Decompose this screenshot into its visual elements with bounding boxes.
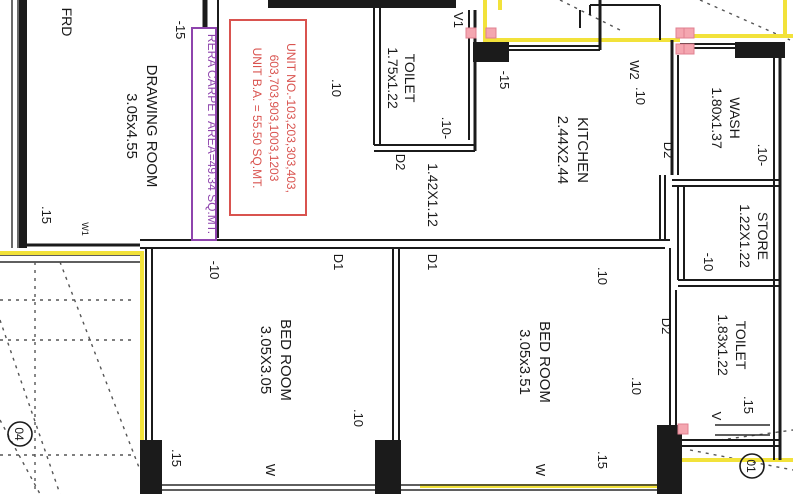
marker-left-label: 04 [12, 427, 26, 441]
drawing-room-size: 3.05x4.55 [123, 93, 140, 159]
marker-right-label: 01 [744, 459, 758, 473]
rera-text: RERA CARPET AREA=49.34 SQ.MT. [205, 34, 219, 234]
door-d2-toilet1: D2 [393, 154, 408, 171]
wash-size: 1.80x1.37 [709, 87, 725, 149]
door-d2-wash: D2 [661, 142, 676, 159]
bed-room-2-size: 3.05x3.51 [516, 329, 533, 395]
unit-info-line3: UNIT B.A. = 55.50 SQ.MT. [250, 48, 264, 189]
pink-marker [485, 27, 497, 39]
toilet-2-size: 1.83x1.22 [715, 314, 731, 376]
rera-box: RERA CARPET AREA=49.34 SQ.MT. [191, 27, 219, 241]
dim-mark: .10- [755, 144, 770, 166]
wash-name: WASH [727, 97, 743, 138]
passage-size: 1.42X1.12 [425, 163, 441, 227]
dim-mark: .10 [629, 377, 644, 395]
store-size: 1.22X1.22 [737, 204, 753, 268]
dim-mark: .15 [595, 451, 610, 469]
pink-marker [683, 43, 695, 55]
pink-marker [465, 27, 477, 39]
frd-label: FRD [59, 8, 75, 37]
pink-marker [677, 423, 689, 435]
door-d2-toilet2: D2 [659, 318, 674, 335]
toilet-1-name: TOILET [402, 54, 418, 103]
section-markers: 04 01 [7, 421, 765, 479]
kitchen-name: KITCHEN [574, 117, 591, 183]
unit-info-box: UNIT NO.-103,203,303,403, 603,703,903,10… [229, 19, 307, 216]
dim-mark: .15 [741, 396, 756, 414]
pink-marker [683, 27, 695, 39]
door-d1-right: D1 [425, 254, 440, 271]
dim-mark: .10 [351, 409, 366, 427]
unit-info-line1: UNIT NO.-103,203,303,403, [284, 43, 298, 193]
dim-mark: -15 [497, 71, 512, 90]
dim-mark: -15 [173, 21, 188, 40]
store-name: STORE [755, 212, 771, 260]
bed-room-2-name: BED ROOM [536, 321, 553, 403]
toilet-2-code: V [709, 412, 724, 421]
toilet-1-code: V1 [451, 12, 466, 28]
door-codes: D1 D1 D2 D2 D2 W1 [80, 142, 676, 335]
toilet-2-name: TOILET [733, 321, 749, 370]
dim-mark: .15 [169, 449, 184, 467]
bed-room-2-window: W [533, 464, 548, 477]
dim-mark: .15 [39, 206, 54, 224]
bed-room-1-window: W [263, 464, 278, 477]
bed-room-1-name: BED ROOM [277, 319, 294, 401]
kitchen-window-label: W2 [627, 60, 642, 80]
bed-room-1-size: 3.05X3.05 [257, 326, 274, 394]
dim-mark: -10 [207, 261, 222, 280]
toilet-1-size: 1.75x1.22 [385, 47, 401, 109]
window-w1: W1 [80, 222, 90, 236]
dim-mark: .10 [329, 79, 344, 97]
unit-info-line2: 603,703,903,1003,1203 [267, 55, 281, 182]
room-labels: FRD DRAWING ROOM 3.05x4.55 TOILET 1.75x1… [59, 8, 771, 477]
kitchen-size: 2.44X2.44 [554, 116, 571, 184]
drawing-room-name: DRAWING ROOM [143, 65, 160, 188]
door-d1-left: D1 [331, 254, 346, 271]
dim-mark: .10 [633, 87, 648, 105]
dim-mark: -10 [701, 253, 716, 272]
pink-markers [465, 27, 695, 435]
dim-mark: .10- [439, 117, 454, 139]
dimension-marks: -15 .10 .15 .10- -15 .10 .10- -10 -10 .1… [39, 21, 770, 469]
dim-mark: .10 [595, 267, 610, 285]
